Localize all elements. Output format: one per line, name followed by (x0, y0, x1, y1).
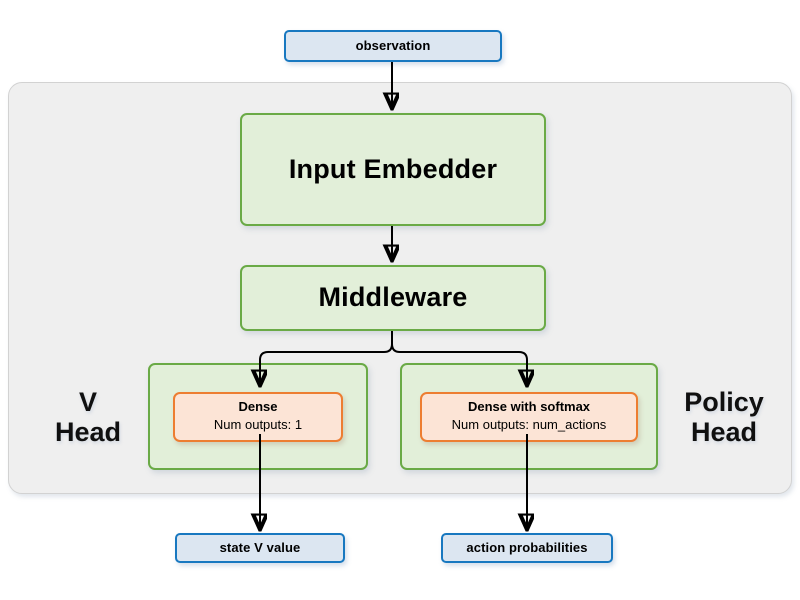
node-middleware[interactable]: Middleware (240, 265, 546, 331)
node-state-v-value-label: state V value (219, 539, 301, 555)
node-state-v-value[interactable]: state V value (175, 533, 345, 563)
node-policy-head-dense-title: Dense with softmax (467, 399, 591, 415)
caption-policy-head: Policy Head (664, 383, 784, 451)
node-policy-head-dense-subtitle: Num outputs: num_actions (451, 417, 607, 432)
node-v-head-dense-subtitle: Num outputs: 1 (213, 417, 303, 432)
caption-v-head-line1: V (78, 386, 97, 417)
node-policy-head-dense[interactable]: Dense with softmax Num outputs: num_acti… (420, 391, 638, 442)
caption-policy-head-line2: Head (690, 417, 758, 447)
node-v-head-dense[interactable]: Dense Num outputs: 1 (173, 391, 343, 442)
caption-policy-head-line1: Policy (684, 386, 764, 417)
group-policy-head: Dense with softmax Num outputs: num_acti… (400, 363, 658, 470)
node-observation[interactable]: observation (284, 30, 502, 62)
node-input-embedder[interactable]: Input Embedder (240, 113, 546, 226)
node-middleware-label: Middleware (318, 282, 468, 313)
group-v-head: Dense Num outputs: 1 (148, 363, 368, 470)
node-input-embedder-label: Input Embedder (288, 153, 498, 184)
caption-v-head-line2: Head (54, 417, 122, 447)
caption-v-head: V Head (36, 383, 140, 451)
node-action-probabilities-label: action probabilities (466, 539, 588, 555)
node-observation-label: observation (355, 37, 431, 53)
node-action-probabilities[interactable]: action probabilities (441, 533, 613, 563)
node-v-head-dense-title: Dense (238, 399, 278, 415)
